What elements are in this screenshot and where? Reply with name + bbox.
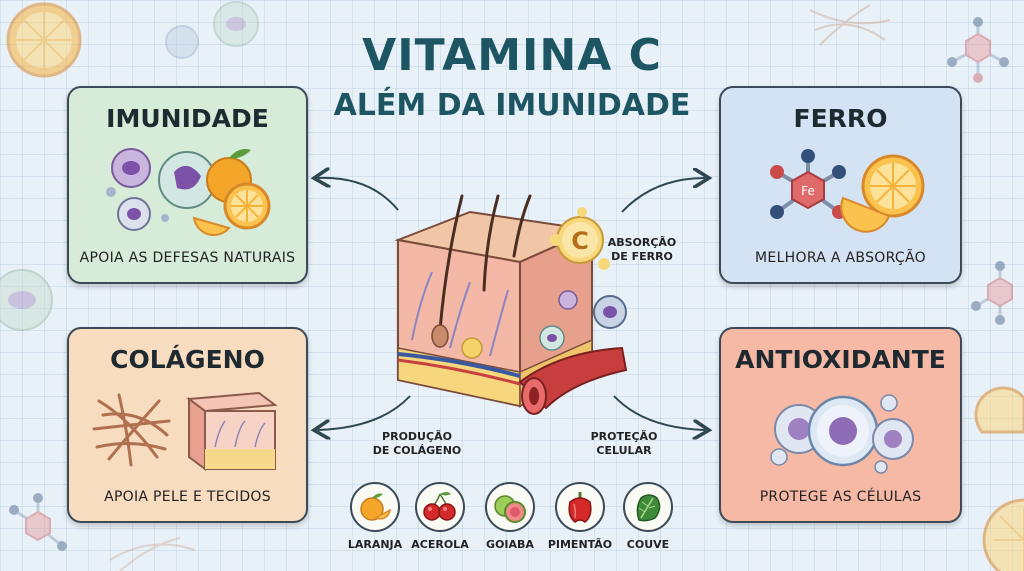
iron-molecule-icon: Fe xyxy=(770,149,846,219)
blood-vessel xyxy=(518,346,628,415)
skin-block xyxy=(394,194,596,408)
card-antioxidante: ANTIOXIDANTE PROTEGE AS CÉLULAS xyxy=(719,327,962,523)
immune-cell-icon-center-2 xyxy=(539,325,565,351)
label-producao-line2: DE COLÁGENO xyxy=(372,444,462,457)
skin-block-icon xyxy=(186,391,278,471)
label-producao-line1: PRODUÇÃO xyxy=(382,430,452,443)
label-absorcao-line1: ABSORÇÃO xyxy=(607,236,677,249)
acerola-icon xyxy=(423,492,456,521)
card-colageno-caption: APOIA PELE E TECIDOS xyxy=(104,489,271,505)
antioxidant-cells-illustration xyxy=(770,394,914,474)
page-subtitle: ALÉM DA IMUNIDADE xyxy=(333,88,691,123)
arrow-to-antioxidante xyxy=(613,395,705,430)
pepper-icon xyxy=(568,492,592,523)
cell-decoration-left xyxy=(0,269,53,331)
food-name: COUVE xyxy=(626,538,670,551)
label-absorcao-line2: DE FERRO xyxy=(611,250,673,263)
collagen-fibers-icon xyxy=(92,393,171,467)
fiber-decoration-bottom xyxy=(109,537,196,571)
iron-symbol: Fe xyxy=(801,184,815,198)
card-antioxidante-caption: PROTEGE AS CÉLULAS xyxy=(759,489,922,505)
food-item-couve: COUVE xyxy=(613,482,683,551)
guava-icon xyxy=(494,495,526,523)
iron-molecule-decoration xyxy=(947,17,1009,83)
food-name: GOIABA xyxy=(486,538,534,551)
immune-cell-icon-small xyxy=(117,197,151,231)
immune-cell-dot xyxy=(558,290,578,310)
page-title: VITAMINA C xyxy=(362,30,662,81)
collagen-illustration xyxy=(92,391,278,471)
food-item-pimentao: PIMENTÃO xyxy=(545,482,615,551)
card-imunidade-title: IMUNIDADE xyxy=(106,104,269,133)
vitamin-c-icon: C xyxy=(550,207,610,270)
food-item-goiaba: GOIABA xyxy=(475,482,545,551)
label-absorcao-ferro: ABSORÇÃO DE FERRO xyxy=(587,236,697,264)
protected-cell-icon xyxy=(807,395,879,467)
immune-cells-illustration xyxy=(106,148,271,237)
food-icon-frame xyxy=(485,482,535,532)
food-icon-frame xyxy=(350,482,400,532)
orange-icon xyxy=(360,493,391,521)
cell-icon-right xyxy=(872,418,914,460)
arrow-to-colageno xyxy=(318,395,411,430)
arrow-to-imunidade xyxy=(318,178,399,211)
food-name: PIMENTÃO xyxy=(547,538,613,551)
label-protecao-line1: PROTEÇÃO xyxy=(590,430,658,443)
food-item-laranja: LARANJA xyxy=(340,482,410,551)
immune-cell-decoration xyxy=(165,1,259,59)
card-colageno-title: COLÁGENO xyxy=(110,345,265,374)
food-item-acerola: ACEROLA xyxy=(405,482,475,551)
card-colageno: COLÁGENO APOIA PELE E TECIDOS xyxy=(67,327,308,523)
card-ferro-title: FERRO xyxy=(793,104,888,133)
label-producao-colageno: PRODUÇÃO DE COLÁGENO xyxy=(362,430,472,458)
food-icon-frame xyxy=(623,482,673,532)
kale-icon xyxy=(636,494,661,522)
card-antioxidante-title: ANTIOXIDANTE xyxy=(735,345,946,374)
card-imunidade-caption: APOIA AS DEFESAS NATURAIS xyxy=(79,250,296,266)
immune-cell-icon-center xyxy=(593,295,627,329)
food-icon-frame xyxy=(555,482,605,532)
immune-cell-icon xyxy=(111,148,151,188)
card-ferro-caption: MELHORA A ABSORÇÃO xyxy=(755,250,926,266)
fiber-decoration xyxy=(809,4,891,46)
iron-molecule-illustration: Fe xyxy=(770,149,925,233)
orange-slice-decoration xyxy=(6,2,82,78)
orange-slice-icon xyxy=(840,154,925,233)
iron-molecule-decoration-right xyxy=(971,261,1013,325)
food-name: ACEROLA xyxy=(411,538,469,551)
orange-slice-decoration-right xyxy=(974,386,1024,571)
label-protecao-celular: PROTEÇÃO CELULAR xyxy=(569,430,679,458)
card-imunidade: IMUNIDADE APOIA AS DEFESAS NATURAIS xyxy=(67,86,308,284)
arrow-to-ferro xyxy=(621,178,705,213)
card-ferro: Fe FERRO MELHORA A ABSORÇÃO xyxy=(719,86,962,284)
food-icon-frame xyxy=(415,482,465,532)
label-protecao-line2: CELULAR xyxy=(596,444,652,457)
orange-icon xyxy=(192,149,271,237)
iron-molecule-decoration-bottom xyxy=(9,493,67,551)
food-name: LARANJA xyxy=(347,538,403,551)
vitamin-c-symbol: C xyxy=(571,227,589,255)
